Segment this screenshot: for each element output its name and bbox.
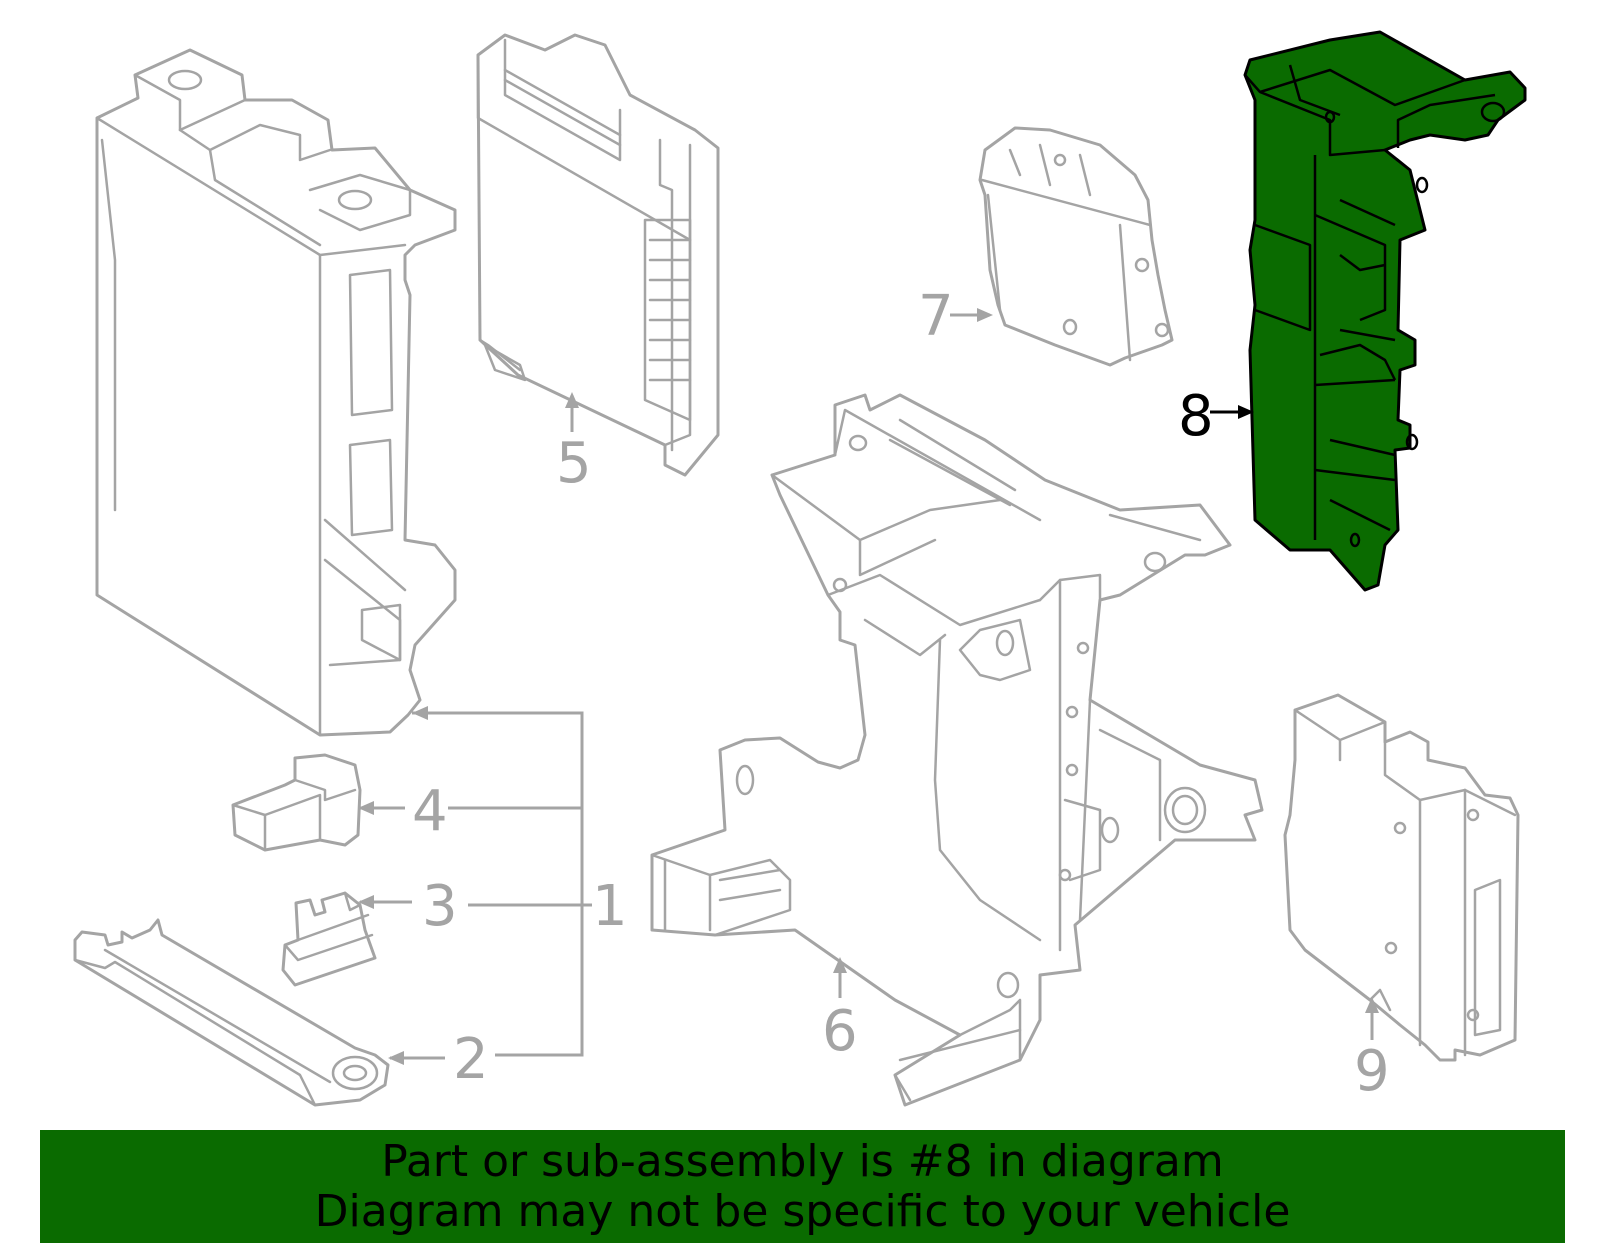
part-9-module[interactable] [1283,693,1520,1062]
callout-2: 2 [453,1027,489,1092]
callout-3: 3 [422,874,458,939]
callout-9: 9 [1354,1039,1390,1104]
callout-6-leader [833,957,847,998]
callout-4-leader [358,801,405,815]
callout-2-leader [388,1051,445,1065]
part-5-module[interactable] [476,33,720,477]
part-2-bracket[interactable] [73,918,390,1107]
part-4-connector[interactable] [231,753,362,852]
callout-9-leader [1365,997,1379,1040]
part-3-clip[interactable] [281,891,377,987]
callout-1-leader [412,706,592,1057]
banner-line-part: Part or sub-assembly is #8 in diagram [381,1135,1224,1187]
callout-6: 6 [822,999,858,1064]
callout-1: 1 [592,874,628,939]
callout-5: 5 [556,431,592,496]
part-6-bracket[interactable] [650,393,1264,1107]
callout-8-leader [1210,405,1254,419]
part-8-bracket-highlighted[interactable] [1243,30,1527,592]
callout-7-leader [950,308,993,322]
part-1-control-module[interactable] [95,48,457,737]
callout-7: 7 [918,284,954,349]
parts-diagram: 1 2 3 4 5 6 7 8 9 [73,30,1527,1107]
part-7-module[interactable] [978,126,1174,367]
banner-line-disclaimer: Diagram may not be specific to your vehi… [314,1185,1291,1237]
callout-4: 4 [412,779,448,844]
callout-5-leader [565,392,579,432]
callout-8: 8 [1178,384,1214,449]
callout-3-leader [358,895,412,909]
info-banner: Part or sub-assembly is #8 in diagram Di… [40,1130,1565,1243]
